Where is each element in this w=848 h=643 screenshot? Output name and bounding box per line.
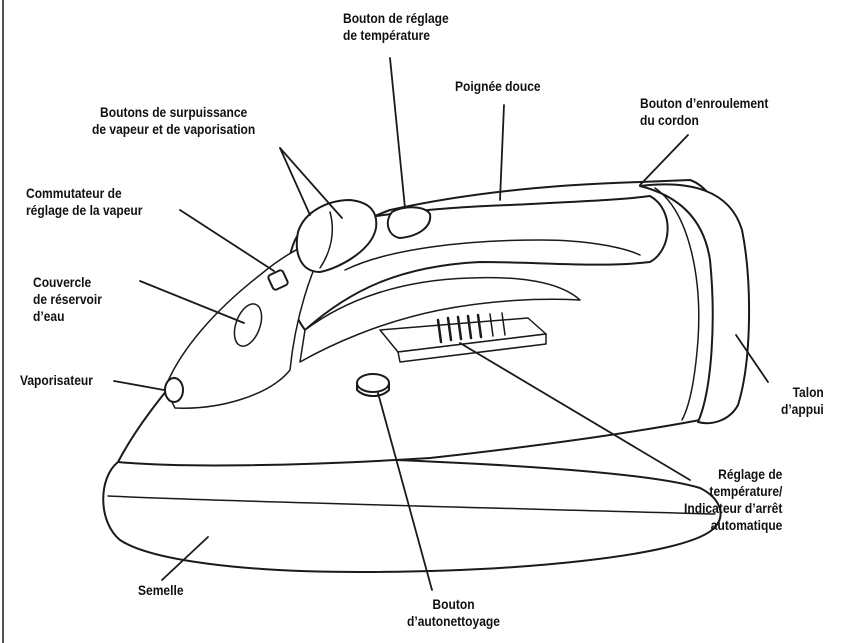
label-self-clean: Bouton d’autonettoyage (407, 596, 500, 629)
handle-hole (299, 276, 581, 363)
temp-knob (386, 206, 432, 239)
label-soleplate: Semelle (138, 582, 184, 598)
handle-grip (344, 239, 641, 271)
self-clean-button-side (356, 382, 390, 397)
indicator-panel-face (397, 333, 547, 363)
label-sprayer: Vaporisateur (20, 372, 93, 388)
label-temperature-indicator: Réglage de température/ Indicateur d’arr… (683, 466, 782, 533)
heel-housing (639, 183, 751, 425)
label-surge-buttons: Boutons de surpuissance de vapeur et de … (92, 104, 256, 137)
sprayer-nozzle (164, 377, 184, 403)
label-steam-switch: Commutateur de réglage de la vapeur (26, 185, 143, 218)
label-temperature-knob: Bouton de réglage de température (343, 10, 449, 43)
self-clean-button (356, 373, 390, 393)
label-heel-rest: Talon d’appui (781, 384, 824, 417)
label-soft-handle: Poignée douce (455, 78, 541, 94)
label-tank-cover: Couvercle de réservoir d’eau (33, 274, 102, 324)
heel-band (654, 187, 700, 421)
indicator-marks (436, 312, 506, 344)
label-cord-button: Bouton d’enroulement du cordon (640, 95, 769, 128)
surge-button-divider (319, 211, 333, 269)
leader-lines (113, 57, 769, 591)
steam-switch (267, 269, 289, 291)
soleplate-rim (107, 495, 716, 515)
